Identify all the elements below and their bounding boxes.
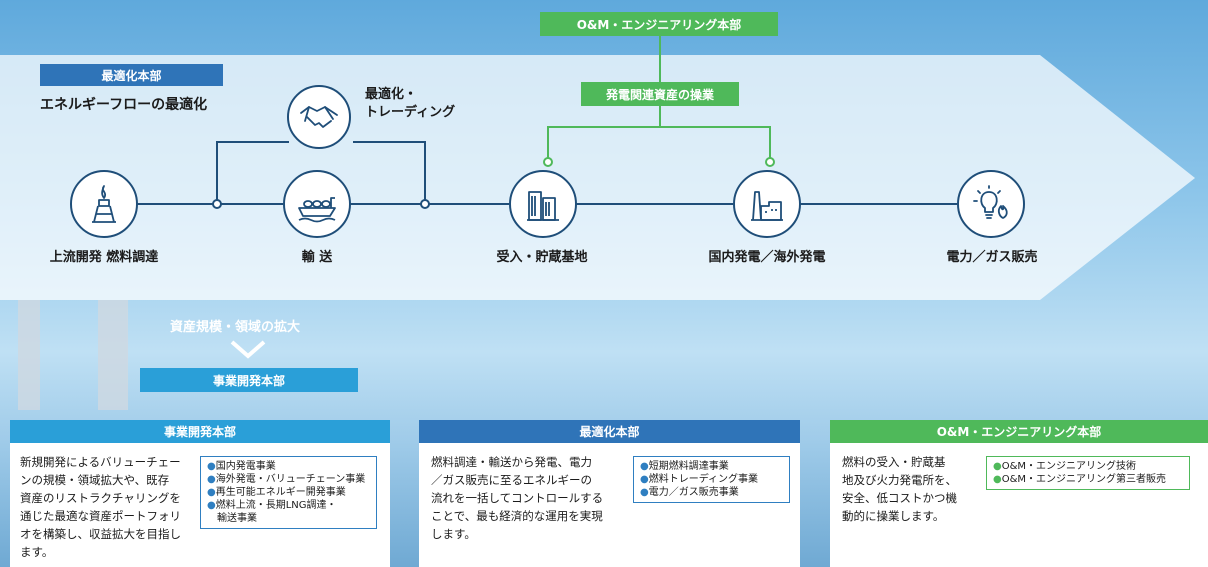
trading-label-1: 最適化・ [365,87,418,102]
business-dev-band: 事業開発本部 [140,368,358,392]
trading-label-2: トレーディング [365,105,456,120]
handshake-icon [300,106,338,128]
panel-description: 新規開発によるバリューチェーンの規模・領域拡大や、既存資産のリストラクチャリング… [20,455,181,559]
expansion-text: 資産規模・領域の拡大 [170,320,301,335]
power-plant-icon [751,191,783,221]
transport-node [283,170,351,238]
trading-node [287,85,351,149]
optimization-header: 最適化本部 [40,64,223,86]
power-node [733,170,801,238]
power-label: 国内発電／海外発電 [708,250,826,265]
panel-om-engineering: O&M・エンジニアリング本部 燃料の受入・貯蔵基地及び火力発電所を、 安全、低コ… [830,420,1208,567]
energy-flow-title: エネルギーフローの最適化 [40,97,208,113]
panel-items: ●短期燃料調達事業 ●燃料トレーディング事業 ●電力／ガス販売事業 [633,456,790,503]
panel-items: ●O&M・エンジニアリング技術 ●O&M・エンジニアリング第三者販売 [986,456,1190,490]
sales-node [957,170,1025,238]
transport-label: 輸 送 [301,250,333,265]
storage-label: 受入・貯蔵基地 [496,250,588,265]
panel-title: O&M・エンジニアリング本部 [830,420,1208,443]
panel-title: 最適化本部 [419,420,800,443]
upstream-gas-plant-icon [92,185,116,223]
panel-description: 燃料調達・輸送から発電、電力／ガス販売に至るエネルギーの流れを一括してコントロー… [431,455,604,541]
panel-business-dev: 事業開発本部 新規開発によるバリューチェーンの規模・領域拡大や、既存資産のリスト… [10,420,390,567]
asset-operation-label: 発電関連資産の操業 [581,82,739,106]
upstream-label: 上流開発 燃料調達 [49,250,159,265]
sales-label: 電力／ガス販売 [946,250,1038,265]
om-engineering-header: O&M・エンジニアリング本部 [540,12,778,36]
storage-node [509,170,577,238]
panel-description: 燃料の受入・貯蔵基地及び火力発電所を、 安全、低コストかつ機動的に操業します。 [842,455,957,523]
lng-ship-icon [298,197,336,223]
panel-title: 事業開発本部 [10,420,390,443]
bulb-flame-icon [973,185,1008,219]
panel-optimization: 最適化本部 燃料調達・輸送から発電、電力／ガス販売に至るエネルギーの流れを一括し… [419,420,800,567]
storage-terminal-icon [527,191,559,221]
panel-items: ●国内発電事業 ●海外発電・バリューチェーン事業 ●再生可能エネルギー開発事業 … [200,456,377,529]
upstream-node [70,170,138,238]
